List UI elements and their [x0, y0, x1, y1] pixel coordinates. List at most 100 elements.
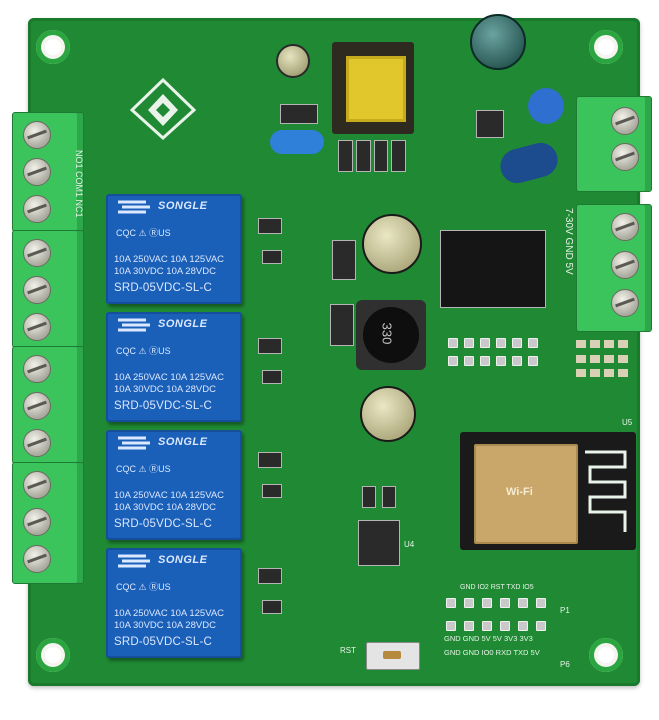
relay-model: SRD-05VDC-SL-C	[114, 400, 213, 412]
voltage-regulator	[476, 110, 504, 138]
screw-icon	[23, 276, 51, 304]
wifi-module: Wi-Fi	[460, 432, 636, 550]
resistor-array	[338, 140, 406, 172]
screw-icon	[23, 545, 51, 573]
power-terminal-label: 7-30V GND 5V	[563, 208, 574, 275]
mounting-hole	[36, 638, 70, 672]
mounting-hole	[589, 638, 623, 672]
screw-icon	[23, 158, 51, 186]
led-array	[576, 340, 630, 380]
songle-logo-icon	[118, 554, 150, 568]
smd-capacitor	[330, 304, 354, 346]
transistor	[258, 568, 282, 584]
relay-model: SRD-05VDC-SL-C	[114, 636, 213, 648]
relay-model: SRD-05VDC-SL-C	[114, 282, 213, 294]
electrolytic-capacitor	[362, 214, 422, 274]
transistor	[258, 338, 282, 354]
p6-label: P6	[560, 660, 570, 669]
screw-icon	[23, 355, 51, 383]
certification-marks: CQC ⚠ ⓇUS	[116, 464, 171, 474]
ceramic-capacitor	[528, 88, 564, 124]
voltage-regulator	[358, 520, 400, 566]
screw-icon	[23, 195, 51, 223]
electrolytic-capacitor	[470, 14, 526, 70]
terminal-label: NO1 COM1 NC1	[74, 150, 84, 218]
screw-icon	[23, 313, 51, 341]
relay-brand: SONGLE	[158, 436, 208, 448]
transformer	[332, 42, 414, 134]
relay-brand: SONGLE	[158, 554, 208, 566]
songle-logo-icon	[118, 200, 150, 214]
diode	[262, 370, 282, 384]
relay-rating-1: 10A 250VAC 10A 125VAC	[114, 490, 225, 501]
terminal-block-power	[576, 204, 652, 332]
header-label-row2: GND GND IO0 RXD TXD 5V	[444, 648, 540, 657]
screw-icon	[23, 429, 51, 457]
ceramic-capacitor	[270, 130, 324, 154]
songle-logo-icon	[118, 318, 150, 332]
terminal-block-ac	[576, 96, 652, 192]
certification-marks: CQC ⚠ ⓇUS	[116, 582, 171, 592]
diode	[332, 240, 356, 280]
relay-brand: SONGLE	[158, 318, 208, 330]
smd-component	[280, 104, 318, 124]
certification-marks: CQC ⚠ ⓇUS	[116, 228, 171, 238]
relay-model: SRD-05VDC-SL-C	[114, 518, 213, 530]
screw-icon	[611, 107, 639, 135]
relay-rating-2: 10A 30VDC 10A 28VDC	[114, 266, 216, 277]
relay-1: SONGLE CQC ⚠ ⓇUS 10A 250VAC 10A 125VAC 1…	[106, 194, 242, 304]
power-inductor: 330	[356, 300, 426, 370]
relay-2: SONGLE CQC ⚠ ⓇUS 10A 250VAC 10A 125VAC 1…	[106, 312, 242, 422]
buck-regulator-ic	[440, 230, 546, 308]
relay-3: SONGLE CQC ⚠ ⓇUS 10A 250VAC 10A 125VAC 1…	[106, 430, 242, 540]
mounting-hole	[589, 30, 623, 64]
capacitor	[276, 44, 310, 78]
relay-rating-1: 10A 250VAC 10A 125VAC	[114, 608, 225, 619]
electrolytic-capacitor	[360, 386, 416, 442]
screw-icon	[23, 471, 51, 499]
p1-label: P1	[560, 606, 570, 615]
screw-icon	[23, 392, 51, 420]
inductor-label: 330	[379, 322, 395, 345]
reset-button[interactable]	[366, 642, 420, 670]
relay-rating-1: 10A 250VAC 10A 125VAC	[114, 372, 225, 383]
reset-label: RST	[340, 646, 356, 655]
smd-capacitor	[362, 486, 376, 508]
relay-rating-2: 10A 30VDC 10A 28VDC	[114, 384, 216, 395]
diode	[262, 600, 282, 614]
terminal-block-relay-3	[12, 346, 84, 464]
songle-logo-icon	[118, 436, 150, 450]
relay-rating-2: 10A 30VDC 10A 28VDC	[114, 502, 216, 513]
terminal-block-relay-2	[12, 230, 84, 348]
relay-brand: SONGLE	[158, 200, 208, 212]
relay-4: SONGLE CQC ⚠ ⓇUS 10A 250VAC 10A 125VAC 1…	[106, 548, 242, 658]
bottom-header	[446, 598, 556, 638]
header-label-row1: GND GND 5V 5V 3V3 3V3	[444, 634, 533, 643]
screw-icon	[611, 213, 639, 241]
screw-icon	[611, 289, 639, 317]
module-shield: Wi-Fi	[474, 444, 578, 544]
screw-icon	[23, 508, 51, 536]
diode	[262, 250, 282, 264]
antenna-icon	[585, 450, 627, 532]
screw-icon	[611, 143, 639, 171]
header-label-top: GND IO2 RST TXD IO5	[460, 584, 534, 591]
transistor	[258, 218, 282, 234]
screw-icon	[23, 121, 51, 149]
smd-capacitor	[382, 486, 396, 508]
screw-icon	[611, 251, 639, 279]
mounting-hole	[36, 30, 70, 64]
transistor	[258, 452, 282, 468]
u4-label: U4	[404, 540, 415, 549]
diode	[262, 484, 282, 498]
screw-icon	[23, 239, 51, 267]
certification-marks: CQC ⚠ ⓇUS	[116, 346, 171, 356]
u5-label: U5	[622, 418, 633, 427]
relay-rating-1: 10A 250VAC 10A 125VAC	[114, 254, 225, 265]
relay-rating-2: 10A 30VDC 10A 28VDC	[114, 620, 216, 631]
brand-logo-icon	[130, 78, 196, 140]
module-label: Wi-Fi	[506, 486, 533, 498]
terminal-block-relay-4	[12, 462, 84, 584]
gpio-header	[448, 338, 540, 370]
terminal-block-relay-1	[12, 112, 84, 232]
